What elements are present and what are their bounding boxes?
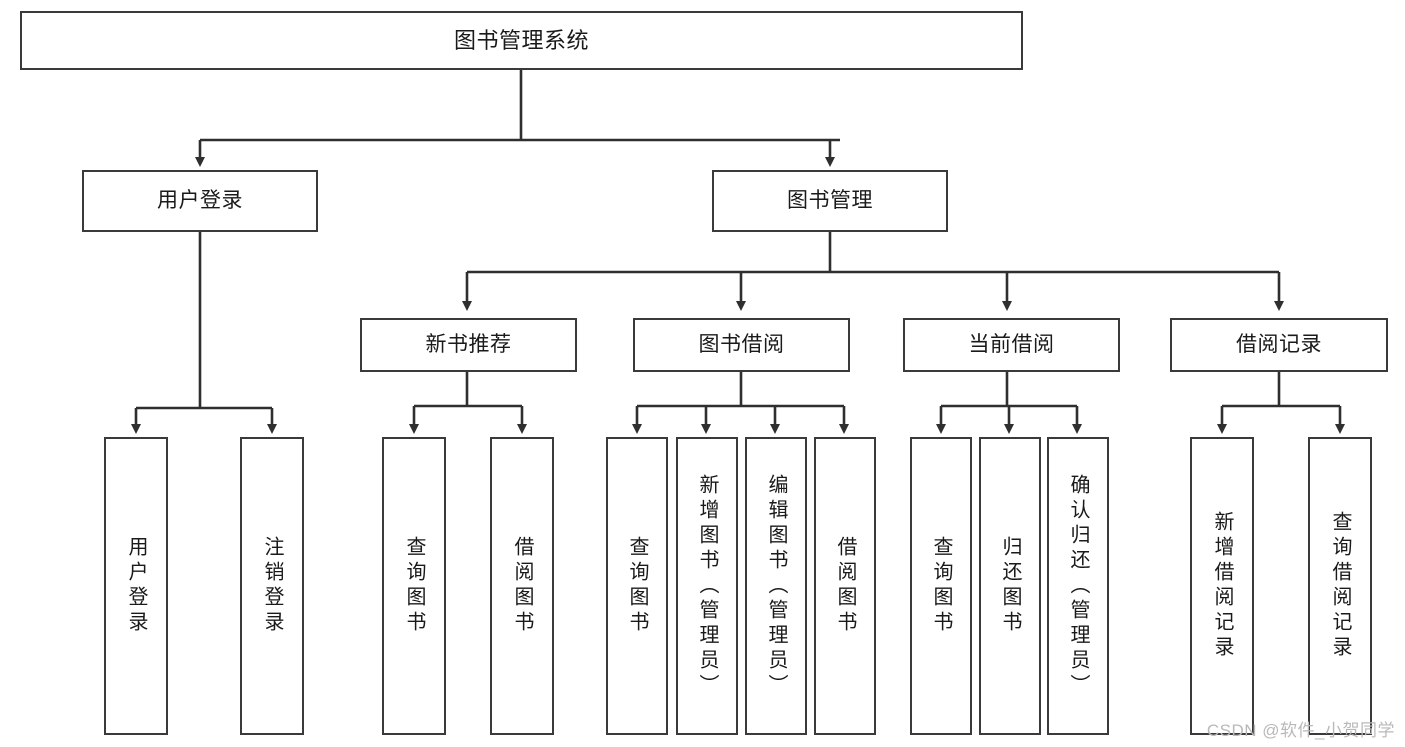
node-label: 借阅图书 xyxy=(511,536,533,636)
node-label: 新增图书（管理员） xyxy=(696,473,718,699)
node-label: 查询借阅记录 xyxy=(1329,511,1351,661)
node-label: 注销登录 xyxy=(261,536,283,636)
node-label: 借阅图书 xyxy=(834,536,856,636)
node-leaf-query-book-1[interactable]: 查询图书 xyxy=(382,437,446,735)
node-current-borrow[interactable]: 当前借阅 xyxy=(903,318,1120,372)
node-leaf-user-login[interactable]: 用户登录 xyxy=(104,437,168,735)
node-label: 查询图书 xyxy=(930,536,952,636)
node-user-login[interactable]: 用户登录 xyxy=(82,170,318,232)
node-book-manage[interactable]: 图书管理 xyxy=(712,170,948,232)
node-label: 新增借阅记录 xyxy=(1211,511,1233,661)
node-label: 归还图书 xyxy=(999,536,1021,636)
node-new-book-recommend[interactable]: 新书推荐 xyxy=(360,318,577,372)
node-leaf-borrow-book-2[interactable]: 借阅图书 xyxy=(814,437,876,735)
node-label: 用户登录 xyxy=(157,188,243,212)
node-root-system[interactable]: 图书管理系统 xyxy=(20,11,1023,70)
node-leaf-add-record[interactable]: 新增借阅记录 xyxy=(1190,437,1254,735)
node-label: 编辑图书（管理员） xyxy=(765,473,787,699)
node-leaf-logout-login[interactable]: 注销登录 xyxy=(240,437,304,735)
node-leaf-query-book-2[interactable]: 查询图书 xyxy=(606,437,668,735)
node-leaf-query-book-3[interactable]: 查询图书 xyxy=(910,437,972,735)
csdn-watermark: CSDN @软件_小贺同学 xyxy=(1206,721,1395,740)
node-label: 新书推荐 xyxy=(425,332,512,356)
node-label: 借阅记录 xyxy=(1236,332,1322,356)
node-leaf-query-record[interactable]: 查询借阅记录 xyxy=(1308,437,1372,735)
node-leaf-edit-book-admin[interactable]: 编辑图书（管理员） xyxy=(745,437,807,735)
node-label: 查询图书 xyxy=(403,536,425,636)
node-label: 查询图书 xyxy=(626,536,648,636)
node-label: 图书借阅 xyxy=(698,332,785,356)
node-label: 确认归还（管理员） xyxy=(1067,473,1089,699)
node-book-borrow[interactable]: 图书借阅 xyxy=(633,318,850,372)
node-leaf-borrow-book-1[interactable]: 借阅图书 xyxy=(490,437,554,735)
node-leaf-confirm-return-admin[interactable]: 确认归还（管理员） xyxy=(1047,437,1109,735)
node-label: 图书管理 xyxy=(787,188,873,212)
node-leaf-add-book-admin[interactable]: 新增图书（管理员） xyxy=(676,437,738,735)
node-leaf-return-book[interactable]: 归还图书 xyxy=(979,437,1041,735)
node-label: 用户登录 xyxy=(125,536,147,636)
node-label: 图书管理系统 xyxy=(453,27,589,53)
node-borrow-record[interactable]: 借阅记录 xyxy=(1170,318,1388,372)
node-label: 当前借阅 xyxy=(968,332,1055,356)
